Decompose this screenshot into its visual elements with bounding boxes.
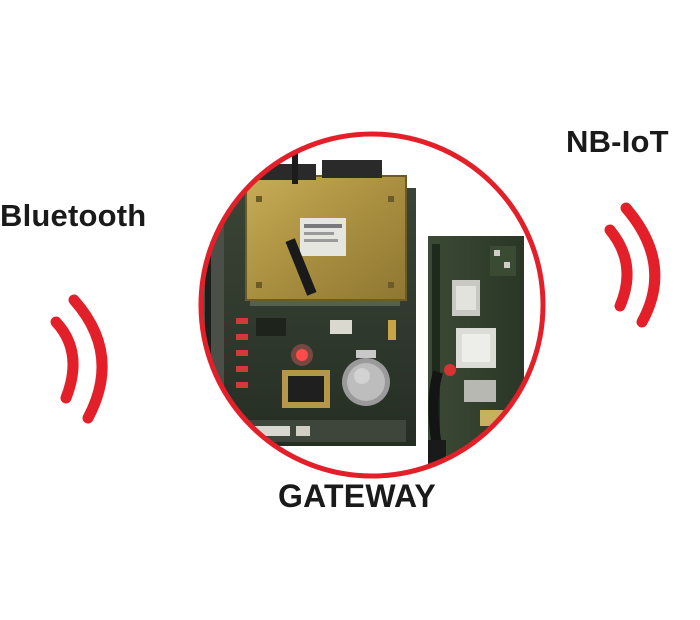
wireless-signal-icon	[50, 294, 108, 424]
gateway-hardware-image	[201, 134, 543, 476]
antenna	[292, 150, 298, 184]
wireless-signal-icon	[604, 202, 661, 328]
radio-module-board	[245, 160, 407, 301]
gateway-ring	[198, 131, 546, 479]
signal-wave-outer	[68, 294, 108, 424]
signal-wave-inner	[50, 316, 79, 404]
gateway-label: GATEWAY	[278, 478, 436, 514]
signal-wave-outer	[620, 202, 661, 328]
nbiot-label: NB-IoT	[566, 124, 669, 159]
signal-wave-inner	[604, 224, 633, 312]
nbiot-module-board	[428, 236, 524, 472]
bluetooth-label: Bluetooth	[0, 198, 147, 233]
